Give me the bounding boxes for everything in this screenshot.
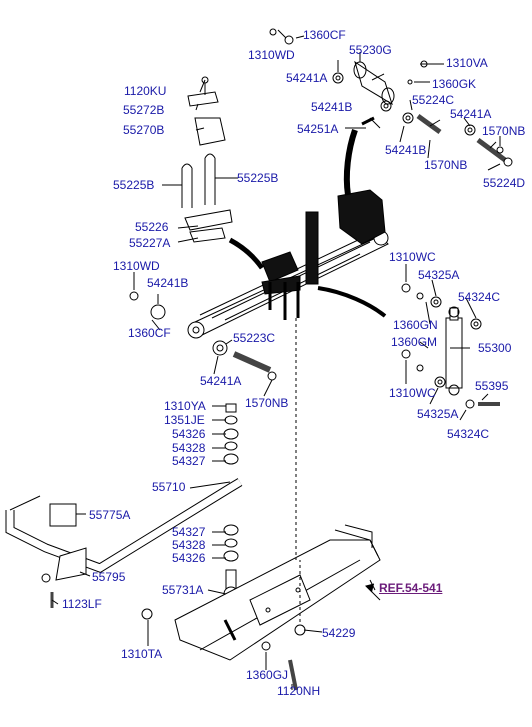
label-1120nh: 1120NH <box>277 684 321 698</box>
label-55225b-right: 55225B <box>237 171 279 185</box>
reference-link[interactable]: REF.54-541 <box>379 581 443 595</box>
label-54324c-bottom: 54324C <box>447 427 490 441</box>
label-54327-bottom: 54327 <box>172 525 206 539</box>
label-54241a-right: 54241A <box>450 107 492 121</box>
label-55230g: 55230G <box>349 43 392 57</box>
label-54241a-left: 54241A <box>200 374 242 388</box>
label-54325a-bottom: 54325A <box>417 407 459 421</box>
dashed-leaders <box>295 318 301 622</box>
u-bolt-group <box>181 76 233 243</box>
shock-absorber <box>401 283 500 409</box>
label-55270b: 55270B <box>123 123 165 137</box>
label-55710: 55710 <box>152 480 186 494</box>
label-1310wc-top: 1310WC <box>389 250 436 264</box>
label-1360gn: 1360GN <box>393 318 438 332</box>
label-1570nb-right: 1570NB <box>482 124 526 138</box>
label-1310va: 1310VA <box>446 56 488 70</box>
shackle-bracket <box>337 129 386 245</box>
label-55395: 55395 <box>475 379 509 393</box>
axle-pad <box>228 237 301 320</box>
label-54241b-top: 54241B <box>311 100 353 114</box>
label-54324c-top: 54324C <box>458 290 501 304</box>
label-55795: 55795 <box>92 570 126 584</box>
label-1120ku: 1120KU <box>124 84 167 98</box>
label-55224c: 55224C <box>412 93 455 107</box>
label-54325a-top: 54325A <box>418 268 460 282</box>
label-55224d: 55224D <box>483 176 526 190</box>
spring-pin <box>129 291 277 381</box>
label-55731a: 55731A <box>162 583 204 597</box>
shock-absorber-installed <box>305 211 387 318</box>
label-55775a: 55775A <box>89 508 131 522</box>
label-54229: 54229 <box>322 626 356 640</box>
frame-bracket <box>141 524 381 691</box>
label-55227a: 55227A <box>129 236 171 250</box>
label-54326-bottom: 54326 <box>172 551 206 565</box>
label-1310wd-top: 1310WD <box>248 48 295 62</box>
label-54328-bottom: 54328 <box>172 538 206 552</box>
label-1570nb-left: 1570NB <box>245 396 289 410</box>
label-1360cf-top: 1360CF <box>303 28 346 42</box>
label-1360gk: 1360GK <box>432 77 477 91</box>
label-55272b: 55272B <box>123 103 165 117</box>
label-55226: 55226 <box>135 220 169 234</box>
label-54251a: 54251A <box>297 122 339 136</box>
label-54241a-top: 54241A <box>286 71 328 85</box>
stabilizer-bar <box>5 478 243 608</box>
label-1360cf-left: 1360CF <box>128 326 171 340</box>
label-54241b-left: 54241B <box>147 276 189 290</box>
label-55300: 55300 <box>478 341 512 355</box>
label-54328-top: 54328 <box>172 441 206 455</box>
shackle-assembly <box>269 28 513 167</box>
label-1310wd-left: 1310WD <box>113 259 160 273</box>
label-1310ta: 1310TA <box>121 647 163 661</box>
label-55225b-left: 55225B <box>113 178 155 192</box>
label-1360gm: 1360GM <box>391 335 438 349</box>
leader-lines <box>51 29 501 690</box>
label-1310wc-bottom: 1310WC <box>389 386 436 400</box>
label-54327-top: 54327 <box>172 454 206 468</box>
label-1123lf: 1123LF <box>62 597 102 611</box>
label-1310ya: 1310YA <box>164 399 206 413</box>
label-54326-top: 54326 <box>172 427 206 441</box>
stabilizer-link-stack <box>223 403 239 602</box>
label-1351je: 1351JE <box>164 413 205 427</box>
label-54241b-mid: 54241B <box>385 143 427 157</box>
label-1570nb-mid: 1570NB <box>424 158 468 172</box>
label-55223c: 55223C <box>233 331 276 345</box>
label-1360gj: 1360GJ <box>246 668 289 682</box>
